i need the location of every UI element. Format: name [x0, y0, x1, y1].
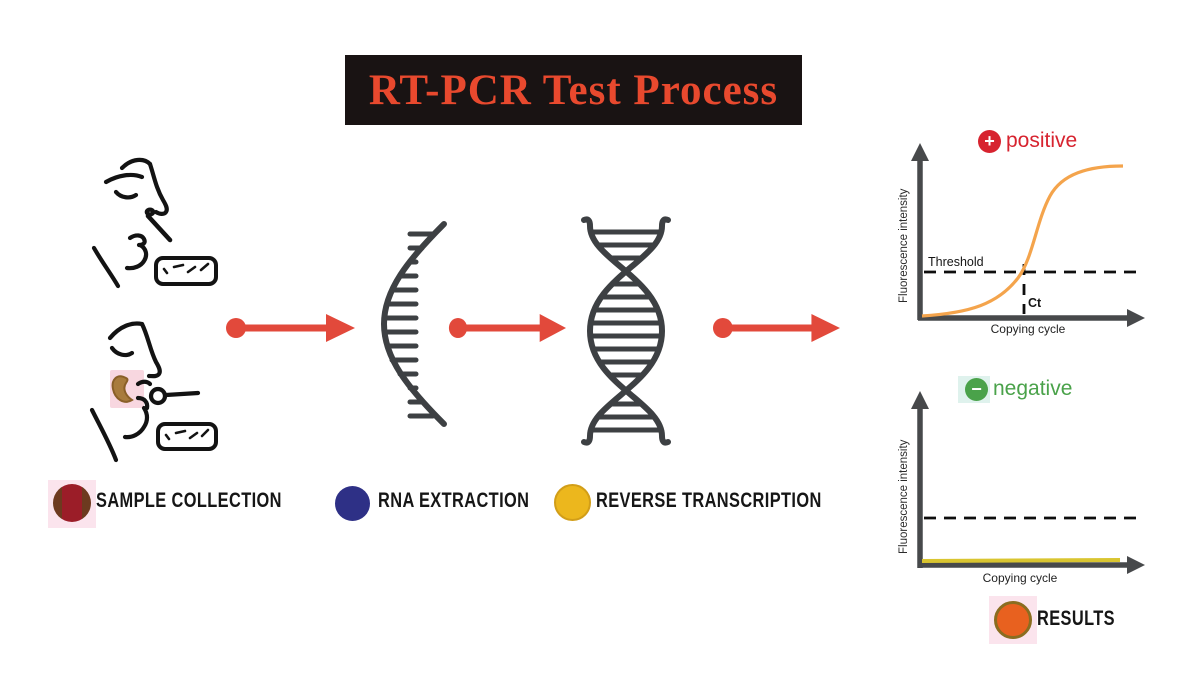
dna-strand-left [581, 216, 666, 446]
page-title: RT-PCR Test Process [368, 66, 779, 114]
petri-dish-specimen-marks [164, 428, 210, 441]
y-axis-label: Fluorescence intensity [898, 439, 910, 554]
x-axis-label: Copying cycle [982, 571, 1058, 585]
lower-lip-line [135, 395, 150, 411]
closed-eye-line [109, 345, 135, 358]
reverse-transcription-dot [554, 484, 591, 521]
title-banner: RT-PCR Test Process [345, 55, 802, 125]
positive-legend-label: positive [1006, 129, 1078, 152]
dna-helix-icon [581, 216, 671, 446]
y-axis-arrowhead [911, 143, 929, 161]
swab-stick [145, 213, 173, 243]
results-dot [994, 601, 1032, 639]
ct-label: Ct [1028, 296, 1042, 310]
y-axis-label: Fluorescence intensity [898, 188, 910, 303]
arrow-right-icon [448, 314, 566, 342]
tongue [111, 375, 134, 403]
sample-collection-label: SAMPLE COLLECTION [96, 489, 282, 512]
threshold-label: Threshold [928, 255, 984, 269]
nostril [144, 207, 156, 217]
petri-dish [154, 256, 218, 286]
petri-dish-specimen-marks [162, 262, 210, 275]
swab-stick [163, 390, 201, 398]
plus-icon: + [978, 130, 1001, 153]
dna-strand-right [586, 216, 671, 446]
arrow-right-icon [712, 314, 840, 342]
throat-swab-illustration [89, 321, 218, 463]
reverse-transcription-label: REVERSE TRANSCRIPTION [596, 489, 822, 512]
rna-strand-icon [380, 221, 447, 427]
positive-chart-plot [911, 143, 1145, 327]
negative-chart: − negative Fluorescence intensity Copyin… [890, 376, 1152, 592]
chin-line [124, 242, 149, 271]
neck-line [91, 245, 121, 289]
negative-legend-label: negative [993, 377, 1073, 400]
nose-line [147, 161, 169, 216]
minus-icon: − [965, 378, 988, 401]
negative-chart-plot [911, 391, 1145, 574]
head-top-line [119, 157, 153, 171]
nasal-swab-illustration [91, 157, 218, 289]
swab-tip [148, 386, 168, 406]
petri-dish [156, 422, 218, 451]
rna-extraction-dot [335, 486, 370, 521]
flat-baseline-curve [921, 558, 1121, 563]
lips-line [127, 233, 147, 248]
brow-line [103, 172, 145, 185]
chin-line [122, 405, 150, 440]
arrow-right-icon [226, 314, 355, 342]
x-axis-label: Copying cycle [990, 322, 1066, 336]
neck-line [89, 407, 119, 463]
rna-rungs [382, 231, 436, 419]
dna-rungs [587, 229, 665, 433]
nose-line [139, 321, 162, 379]
results-label: RESULTS [1037, 607, 1115, 630]
head-top-line [107, 321, 145, 341]
amplification-curve [921, 164, 1124, 318]
y-axis-arrowhead [911, 391, 929, 409]
rna-extraction-label: RNA EXTRACTION [378, 489, 530, 512]
x-axis-arrowhead [1127, 556, 1145, 574]
positive-chart: + positive Fluorescence intensity Thresh… [890, 128, 1152, 344]
upper-lip-line [135, 379, 153, 387]
closed-eye-line [113, 189, 139, 200]
rna-backbone [380, 221, 447, 427]
x-axis-arrowhead [1127, 309, 1145, 327]
sample-collection-dot [53, 484, 91, 522]
